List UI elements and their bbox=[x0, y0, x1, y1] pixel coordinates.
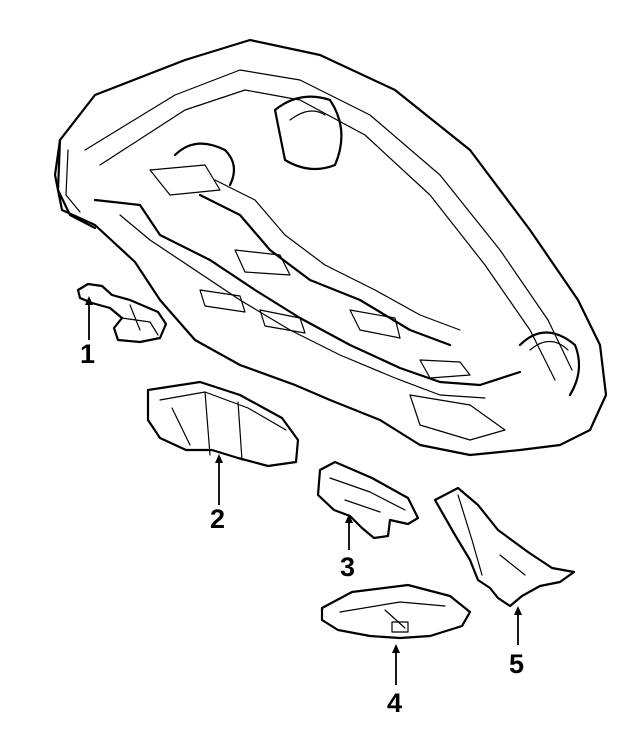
callout-leader-3 bbox=[345, 514, 353, 550]
callout-1: 1 bbox=[80, 339, 95, 369]
vehicle-underbody-illustration bbox=[53, 38, 608, 457]
callout-2: 2 bbox=[210, 504, 225, 534]
part-1-bracket bbox=[76, 282, 168, 344]
callout-leader-2 bbox=[215, 454, 223, 505]
callout-4: 4 bbox=[387, 688, 402, 718]
callout-5: 5 bbox=[509, 649, 524, 679]
part-5-side-panel bbox=[433, 486, 576, 608]
part-4-pan-shield bbox=[320, 583, 472, 640]
part-2-heat-shield bbox=[146, 380, 300, 468]
part-3-shield bbox=[316, 460, 420, 540]
callout-leader-5 bbox=[514, 606, 522, 645]
callout-leader-4 bbox=[392, 644, 400, 685]
callout-leader-1 bbox=[85, 296, 93, 340]
callout-3: 3 bbox=[340, 552, 355, 582]
